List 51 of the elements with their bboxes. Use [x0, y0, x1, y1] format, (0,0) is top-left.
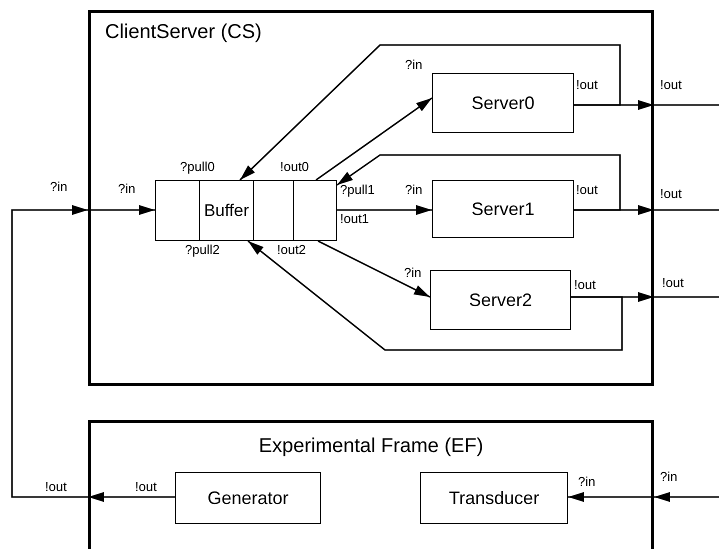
port-label: ?pull2 [185, 243, 220, 257]
port-label: !out [574, 278, 596, 292]
model-frame [88, 420, 654, 549]
port-label: !out [576, 78, 598, 92]
arrow [316, 97, 432, 181]
port-label: ?in [405, 58, 422, 72]
frame-title: Experimental Frame (EF) [258, 435, 484, 458]
model-box [175, 472, 321, 524]
arrow [654, 492, 719, 502]
port-label: !out [45, 480, 67, 494]
buffer-label: Buffer [202, 200, 250, 222]
arrow [337, 205, 432, 215]
port-label: ?pull1 [340, 183, 375, 197]
port-label: !out [662, 276, 684, 290]
port-label: !out [576, 183, 598, 197]
port-label: ?in [660, 470, 678, 484]
arrow [571, 292, 654, 302]
arrow [11, 205, 88, 498]
model-box [420, 472, 568, 524]
port-label: !out [135, 480, 157, 494]
arrow [336, 154, 621, 211]
port-label: !out0 [280, 160, 309, 174]
buffer-box [155, 180, 337, 241]
port-label: ?in [50, 180, 68, 194]
port-label: !out2 [277, 243, 306, 257]
model-frame [88, 10, 654, 386]
port-label: ?in [118, 182, 136, 196]
model-label: Transducer [448, 488, 540, 508]
arrow [88, 492, 175, 502]
model-box [430, 270, 571, 330]
port-label: !out [660, 78, 682, 92]
arrow [574, 205, 654, 215]
model-label: Server2 [468, 290, 532, 310]
model-label: Server0 [471, 92, 535, 114]
arrow [239, 44, 621, 181]
arrow [248, 240, 623, 351]
port-label: !out [660, 187, 682, 201]
port-label: ?in [404, 266, 422, 280]
port-label: !out1 [340, 212, 369, 226]
port-label: ?pull0 [180, 160, 215, 174]
port-label: ?in [405, 183, 422, 197]
model-box [432, 180, 574, 238]
arrow [88, 205, 155, 215]
model-box [432, 73, 574, 133]
port-label: ?in [578, 475, 596, 489]
arrow [574, 100, 654, 110]
model-label: Generator [207, 488, 289, 508]
frame-title: ClientServer (CS) [105, 21, 262, 44]
arrow [318, 240, 430, 298]
arrow [568, 492, 654, 502]
model-label: Server1 [471, 198, 535, 220]
